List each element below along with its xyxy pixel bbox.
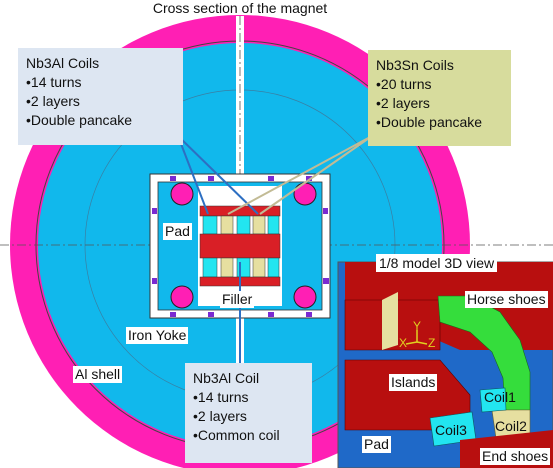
nb3sn-coils-turns: •20 turns	[376, 76, 432, 92]
coil-cyan	[202, 257, 218, 278]
nb3al-coil-callout: Nb3Al Coil •14 turns •2 layers •Common c…	[185, 363, 312, 463]
key	[268, 312, 274, 317]
coil-red-middle	[199, 233, 281, 259]
key	[323, 278, 329, 284]
nb3sn-coils-type: •Double pancake	[376, 114, 483, 130]
nb3sn-coils-heading: Nb3Sn Coils	[376, 57, 454, 73]
nb3al-coils-type: •Double pancake	[26, 112, 133, 128]
key	[306, 312, 312, 317]
key	[208, 176, 214, 181]
axis-z-label: Z	[428, 336, 436, 350]
nb3al-coils-layers: •2 layers	[26, 93, 80, 109]
coil-cyan	[202, 215, 218, 235]
figure-title: Cross section of the magnet	[152, 0, 328, 16]
alignment-keys	[152, 176, 329, 317]
corner-bolts	[170, 182, 317, 309]
nb3al-coils-heading: Nb3Al Coils	[26, 55, 100, 71]
key	[170, 312, 176, 317]
axis-z-line	[416, 341, 428, 345]
key	[268, 176, 274, 181]
nb3sn-coils-layers: •2 layers	[376, 95, 430, 111]
bolt-bottom-left	[170, 285, 194, 309]
pointer-nb3sn-1	[227, 135, 373, 215]
coil-cyan	[267, 215, 280, 235]
nb3al-coils-turns: •14 turns	[26, 74, 82, 90]
islands-label: Islands	[389, 374, 438, 391]
pad-label: Pad	[163, 223, 192, 240]
key	[323, 208, 328, 214]
end-shoes-label: End shoes	[480, 448, 551, 465]
nb3al-coils-callout: Nb3Al Coils •14 turns •2 layers •Double …	[18, 48, 183, 145]
pointer-nb3al-1	[177, 135, 209, 215]
coil-beige	[252, 257, 266, 278]
coil-beige	[220, 215, 234, 235]
coil-beige	[220, 257, 234, 278]
pointer-nb3sn-2	[259, 135, 373, 215]
al-shell-label: Al shell	[73, 366, 123, 383]
coil-beige	[252, 215, 266, 235]
key	[152, 278, 157, 284]
key	[208, 312, 214, 317]
filler-label: Filler	[220, 291, 255, 308]
nb3al-coil-turns: •14 turns	[193, 389, 249, 405]
nb3al-coil-type: •Common coil	[193, 427, 280, 443]
axis-x-line	[405, 341, 418, 345]
nb3al-coil-heading: Nb3Al Coil	[193, 370, 260, 386]
bolt-bottom-right	[293, 285, 317, 309]
nb3al-coil-layers: •2 layers	[193, 408, 247, 424]
inset-beige-island	[382, 292, 398, 350]
iron-yoke-label: Iron Yoke	[126, 327, 189, 344]
pointer-nb3al-2	[177, 135, 259, 215]
coil-cyan	[236, 215, 251, 235]
horse-shoes-label: Horse shoes	[465, 291, 548, 308]
inset-coil1-cyan	[479, 387, 507, 413]
coil2-label: Coil2	[495, 418, 527, 434]
coil-cyan	[267, 257, 280, 278]
axis-y-label: Y	[413, 319, 422, 333]
coil-cyan	[236, 257, 251, 278]
key	[170, 176, 176, 181]
coil3-label: Coil3	[435, 422, 467, 438]
pointer-lines	[177, 135, 373, 363]
bolt-top-left	[170, 182, 194, 206]
nb3sn-coils-callout: Nb3Sn Coils •20 turns •2 layers •Double …	[368, 50, 511, 146]
yoke-gap-top	[236, 16, 244, 174]
key	[306, 176, 312, 181]
key	[152, 208, 157, 214]
coil1-label: Coil1	[484, 389, 516, 405]
axis-x-label: X	[399, 336, 408, 350]
bolt-top-right	[293, 182, 317, 206]
inset-pad-label: Pad	[362, 436, 391, 453]
inset-title: 1/8 model 3D view	[376, 254, 498, 272]
